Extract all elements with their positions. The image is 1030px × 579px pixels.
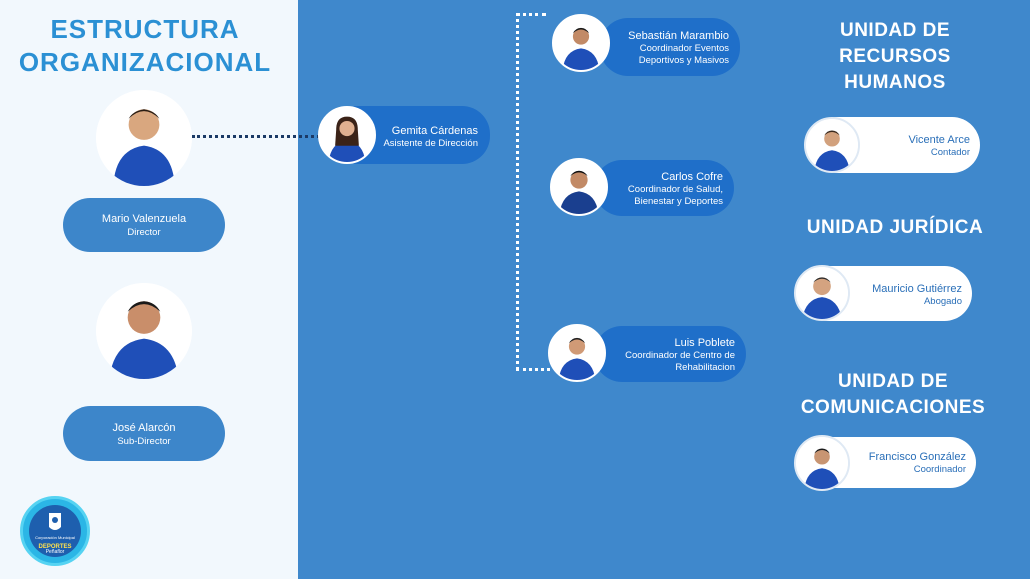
rehab-role-line2: Rehabilitacion xyxy=(675,362,735,373)
abogado-photo-icon xyxy=(794,265,850,321)
salud-card: Carlos Cofre Coordinador de Salud, Biene… xyxy=(594,160,734,216)
rehab-name: Luis Poblete xyxy=(674,337,735,349)
eventos-photo-icon xyxy=(552,14,610,72)
eventos-name: Sebastián Marambio xyxy=(628,30,729,42)
page-title-line1: ESTRUCTURA xyxy=(50,14,240,44)
salud-role-line1: Coordinador de Salud, xyxy=(627,184,723,195)
logo-badge: Corporación Municipal DEPORTES Peñaflor xyxy=(29,505,81,557)
eventos-card: Sebastián Marambio Coordinador Eventos D… xyxy=(600,18,740,76)
asistente-name: Gemita Cárdenas xyxy=(391,125,478,137)
connector-director-asistente xyxy=(192,135,320,138)
asistente-role: Asistente de Dirección xyxy=(383,138,478,149)
director-photo-icon xyxy=(96,90,192,186)
connector-top xyxy=(516,13,546,16)
director-name: Mario Valenzuela xyxy=(101,213,187,225)
subdirector-name: José Alarcón xyxy=(112,422,176,434)
abogado-role: Abogado xyxy=(923,296,962,307)
logo-text-penaflor: Peñaflor xyxy=(45,549,65,555)
unit-comunicaciones-heading-line1: UNIDAD DE xyxy=(837,371,949,392)
contador-photo-icon xyxy=(804,117,860,173)
logo-text-corporacion: Corporación Municipal xyxy=(35,535,75,540)
comunicaciones-name: Francisco González xyxy=(868,451,966,463)
abogado-name: Mauricio Gutiérrez xyxy=(872,283,962,295)
eventos-role-line1: Coordinador Eventos xyxy=(639,43,729,54)
unit-juridica-heading: UNIDAD JURÍDICA xyxy=(806,217,984,238)
subdirector-role: Sub-Director xyxy=(117,436,171,447)
salud-role-line2: Bienestar y Deportes xyxy=(634,196,723,207)
salud-photo-icon xyxy=(550,158,608,216)
contador-role: Contador xyxy=(930,147,970,158)
comunicaciones-photo-icon xyxy=(794,435,850,491)
unit-rrhh-heading-line3: HUMANOS xyxy=(844,72,946,93)
page-title-line2: ORGANIZACIONAL xyxy=(18,47,272,77)
asistente-photo-icon xyxy=(318,106,376,164)
rehab-role-line1: Coordinador de Centro de xyxy=(625,350,735,361)
subdirector-photo-icon xyxy=(96,283,192,379)
rehab-card: Luis Poblete Coordinador de Centro de Re… xyxy=(594,326,746,382)
logo-text-deportes: DEPORTES xyxy=(38,544,72,550)
eventos-role-line2: Deportivos y Masivos xyxy=(638,55,729,66)
comunicaciones-role: Coordinador xyxy=(913,464,966,475)
deportes-logo-icon: Corporación Municipal DEPORTES Peñaflor xyxy=(20,496,90,566)
unit-comunicaciones-heading-line2: COMUNICACIONES xyxy=(800,397,986,418)
unit-rrhh-heading-line2: RECURSOS xyxy=(839,46,951,67)
subdirector-card: José Alarcón Sub-Director xyxy=(63,406,225,461)
connector-vertical xyxy=(516,13,519,370)
unit-rrhh-heading-line1: UNIDAD DE xyxy=(839,20,951,41)
salud-name: Carlos Cofre xyxy=(661,171,723,183)
connector-bottom xyxy=(516,368,550,371)
rehab-photo-icon xyxy=(548,324,606,382)
contador-name: Vicente Arce xyxy=(908,134,970,146)
director-card: Mario Valenzuela Director xyxy=(63,198,225,252)
director-role: Director xyxy=(127,227,161,238)
